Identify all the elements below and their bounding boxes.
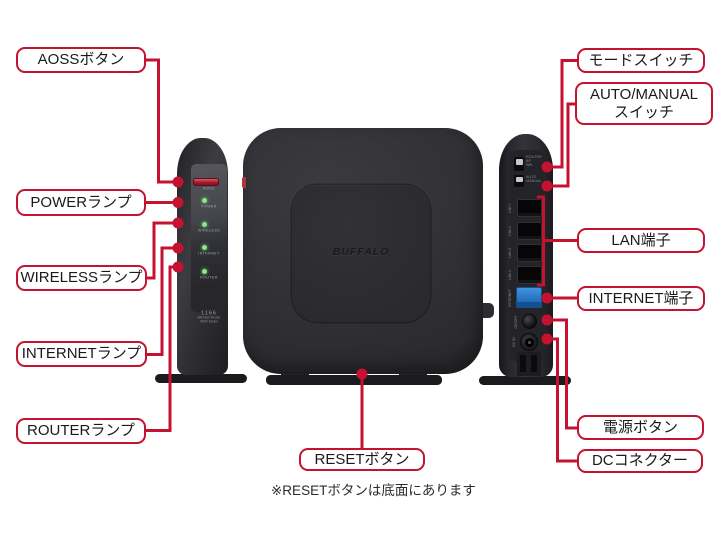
callout-wireless-lamp: WIRELESSランプ	[16, 265, 147, 291]
line-aoss	[146, 58, 174, 184]
aoss-button	[193, 178, 219, 186]
callout-auto-manual-switch: AUTO/MANUAL スイッチ	[575, 82, 713, 125]
model-line2: Wireless Router	[197, 316, 221, 320]
line-internet-lamp	[147, 246, 174, 356]
line-mode-switch	[551, 59, 577, 169]
power-led-indicator	[201, 197, 207, 203]
aoss-button-edge	[242, 177, 246, 188]
callout-reset-button: RESETボタン	[299, 448, 425, 471]
callout-lan-ports: LAN端子	[577, 228, 705, 253]
line-lan-bracket	[537, 195, 577, 287]
lan-port-3	[517, 244, 542, 262]
dot-internet-lamp	[172, 242, 184, 254]
auto-label: AUTO	[526, 174, 537, 179]
dot-internet-port	[541, 292, 553, 304]
line-auto-manual	[551, 102, 575, 188]
callout-power-button-label: 電源ボタン	[602, 418, 678, 436]
callout-power-lamp-label: POWERランプ	[30, 193, 132, 211]
dot-mode-switch	[541, 161, 553, 173]
router-led-label: ROUTER	[200, 275, 218, 280]
manual-label: MANUAL	[526, 178, 542, 183]
model-text: 1166 Wireless Router WSR Series	[191, 310, 227, 324]
line-wireless-lamp	[147, 221, 174, 280]
front-view-stand	[266, 375, 442, 385]
aoss-button-label: AOSS	[203, 187, 215, 191]
callout-aoss-button: AOSSボタン	[16, 47, 146, 73]
callout-power-button: 電源ボタン	[577, 415, 704, 440]
callout-internet-lamp: INTERNETランプ	[16, 341, 147, 367]
side-view-led-panel	[191, 164, 227, 312]
callout-wireless-lamp-label: WIRELESSランプ	[20, 269, 143, 286]
callout-auto-manual-line2: スイッチ	[613, 103, 674, 121]
callout-internet-port-label: INTERNET端子	[588, 289, 694, 307]
callout-auto-manual-line1: AUTO/MANUAL	[589, 85, 699, 103]
line-dc-connector	[551, 337, 577, 463]
reset-note: ※RESETボタンは底面にあります	[271, 483, 476, 498]
wireless-led-label: WIRELESS	[197, 228, 221, 233]
line-router-lamp	[146, 265, 174, 432]
stand-slot-right	[531, 355, 537, 372]
dot-router-lamp	[172, 261, 184, 273]
mode-switch-label-wb: WB	[526, 162, 533, 167]
power-button	[522, 314, 537, 329]
stand-slot-left	[520, 355, 526, 372]
auto-manual-switch-knob	[515, 176, 523, 182]
callout-internet-lamp-label: INTERNETランプ	[21, 345, 142, 362]
lan-port-1	[517, 199, 542, 217]
wireless-led-indicator	[201, 221, 207, 227]
dot-power-lamp	[172, 197, 184, 208]
dot-wireless-lamp	[172, 217, 184, 229]
callout-dc-connector: DCコネクター	[577, 449, 703, 473]
callout-aoss-button-label: AOSSボタン	[37, 51, 125, 68]
model-line3: WSR Series	[200, 320, 218, 324]
internet-led-label: INTERNET	[198, 252, 220, 256]
front-view-inner-panel	[292, 185, 430, 322]
mode-switch-knob	[515, 158, 523, 165]
line-power-button	[551, 318, 577, 430]
dot-reset	[356, 368, 368, 380]
side-view-stand	[155, 374, 247, 383]
mode-switch-label-ap: AP	[526, 158, 532, 163]
callout-power-lamp: POWERランプ	[16, 189, 146, 216]
back-view-stand	[479, 376, 571, 385]
lan-port-4	[517, 266, 542, 284]
dot-power-button	[541, 314, 553, 326]
callout-dc-connector-label: DCコネクター	[591, 452, 689, 469]
dot-dc-connector	[541, 333, 553, 345]
dot-aoss	[172, 176, 184, 188]
callout-router-lamp: ROUTERランプ	[16, 418, 146, 444]
callout-mode-switch: モードスイッチ	[577, 48, 705, 73]
mode-switch-label-router: ROUTER	[526, 154, 542, 159]
power-led-label: POWER	[201, 204, 217, 209]
callout-reset-button-label: RESETボタン	[314, 450, 410, 468]
internet-led-indicator	[201, 245, 207, 250]
callout-internet-port: INTERNET端子	[577, 286, 705, 311]
model-number: 1166	[201, 310, 217, 316]
internet-port	[516, 287, 542, 308]
router-led-indicator	[201, 268, 207, 274]
callout-lan-ports-label: LAN端子	[611, 231, 671, 249]
side-hook	[481, 303, 494, 318]
callout-router-lamp-label: ROUTERランプ	[27, 422, 135, 439]
dc-jack-pin	[527, 340, 531, 344]
buffalo-logo: BUFFALO	[332, 246, 390, 258]
lan-port-2	[517, 221, 542, 240]
dot-auto-manual	[541, 180, 553, 192]
callout-mode-switch-label: モードスイッチ	[588, 51, 694, 69]
